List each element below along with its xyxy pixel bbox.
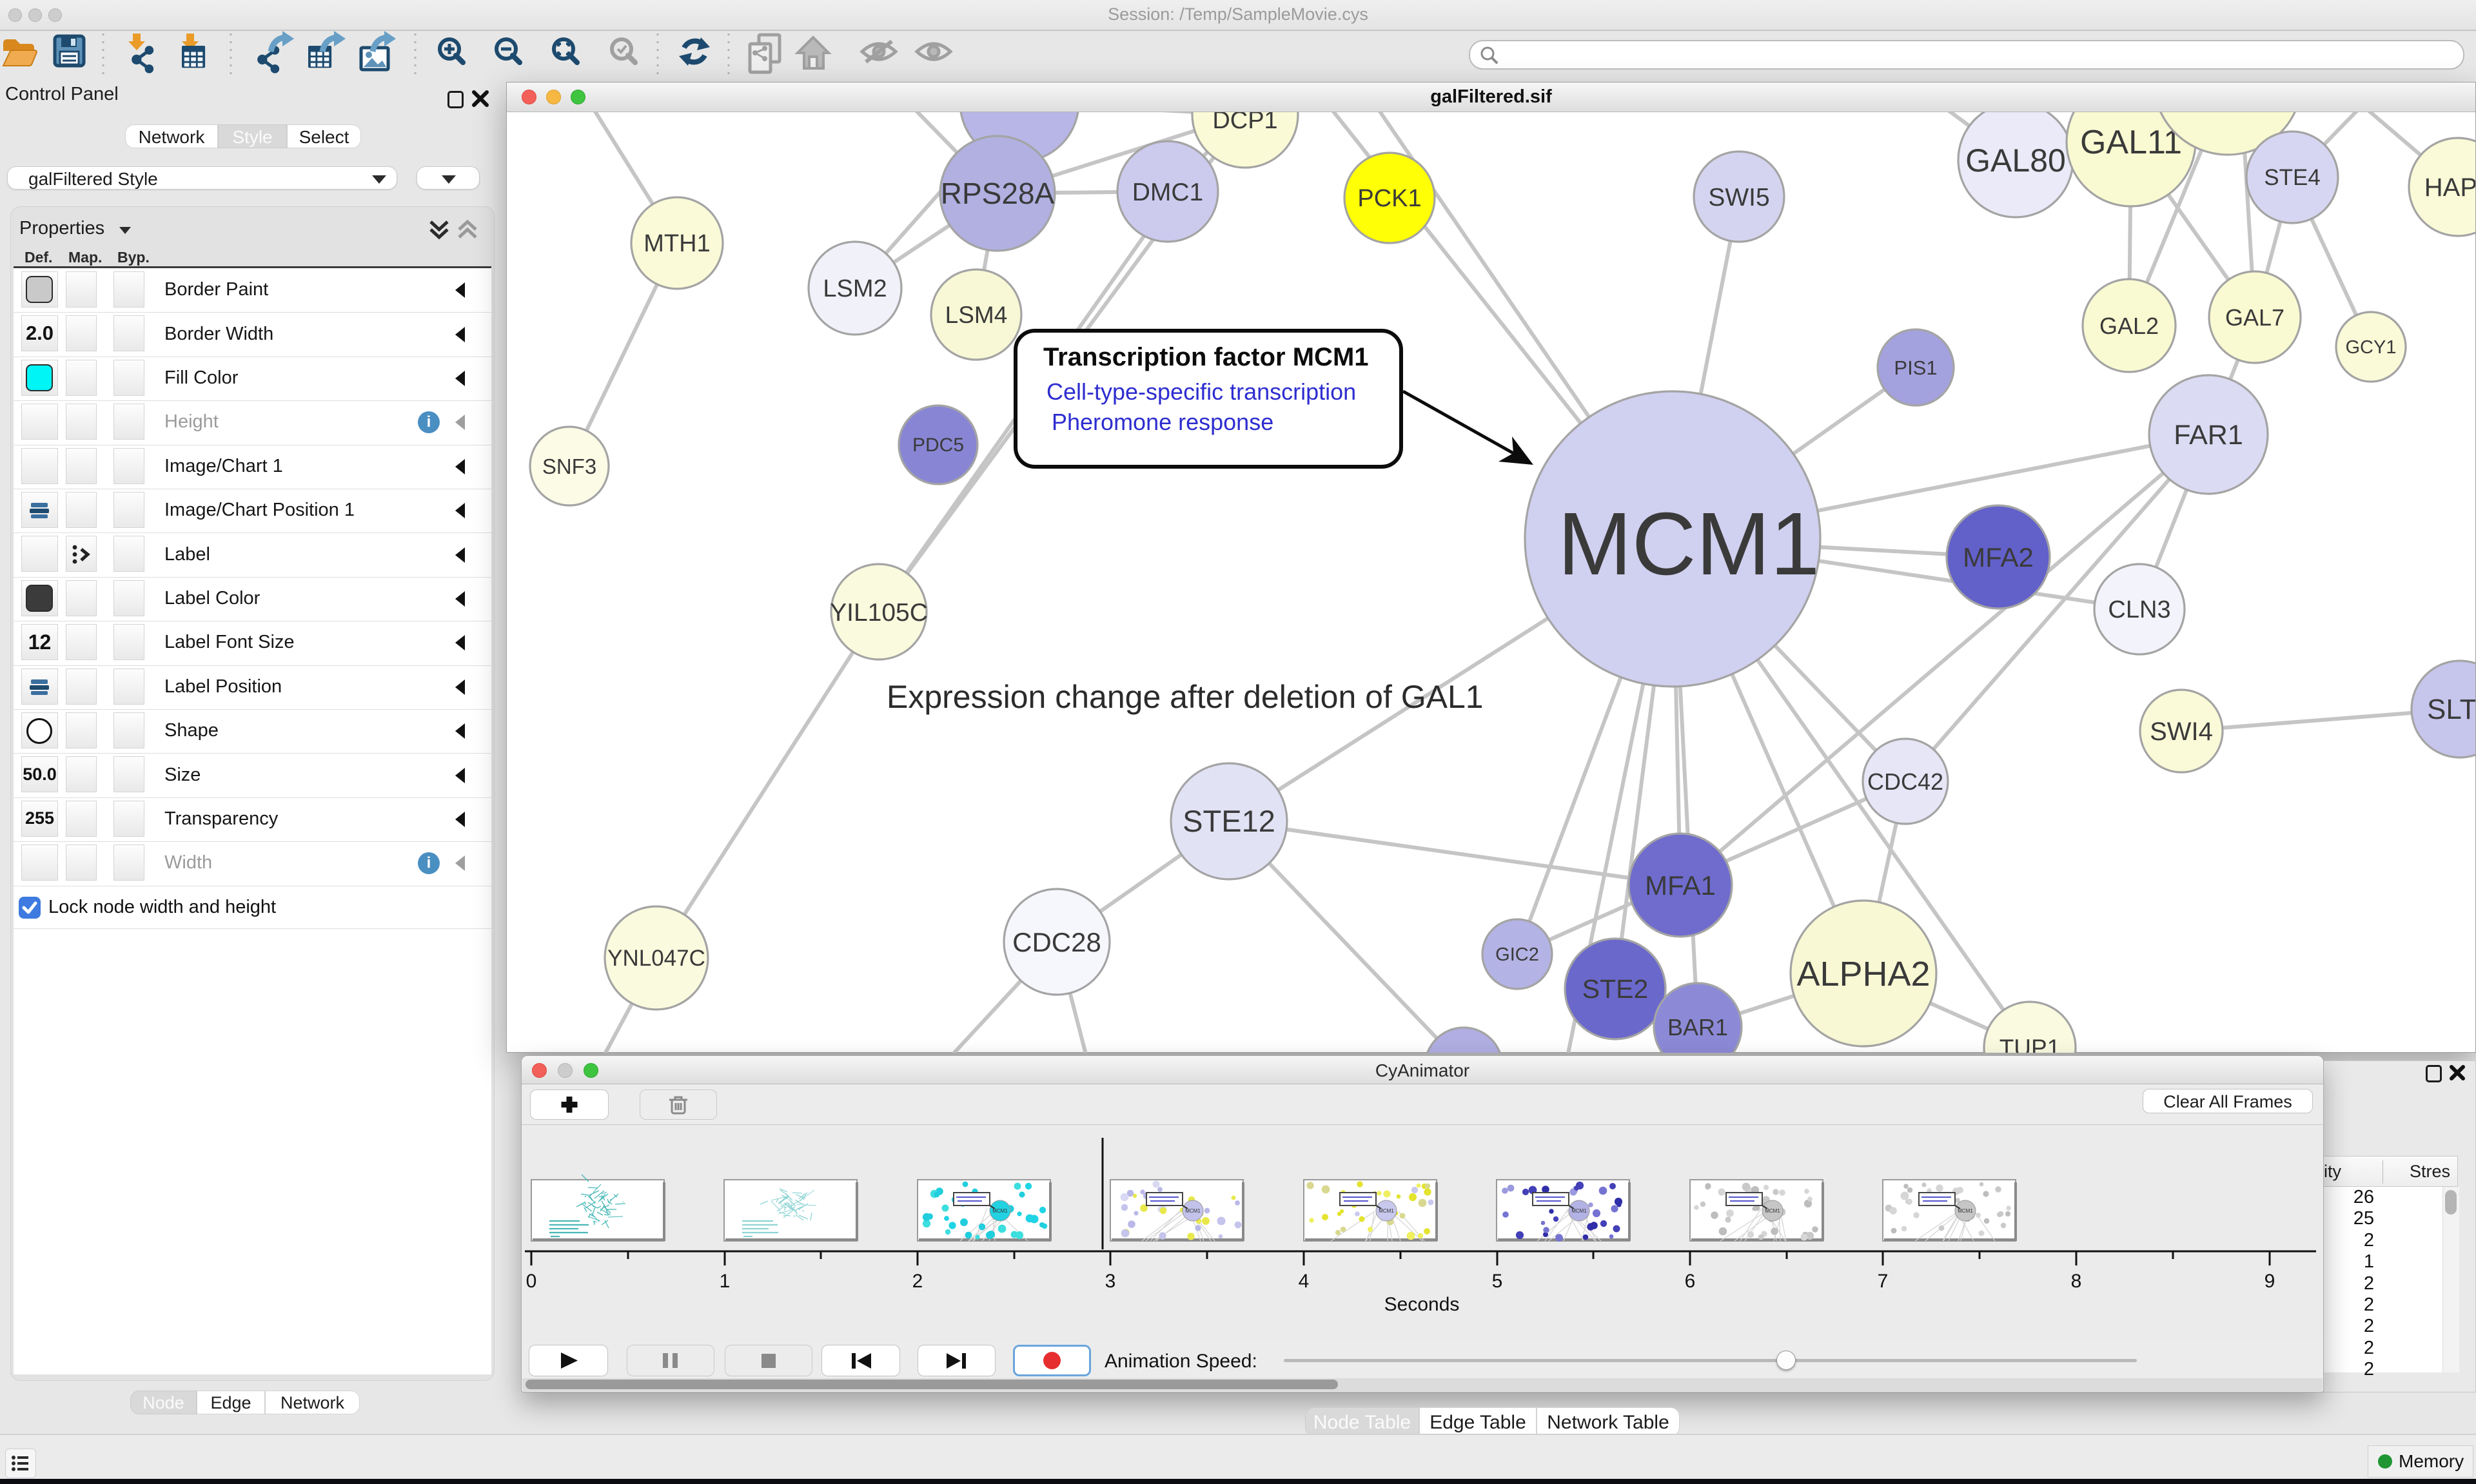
svg-text:PCK1: PCK1: [1357, 185, 1421, 212]
svg-text:MCM1: MCM1: [992, 1208, 1008, 1214]
svg-text:GAL11: GAL11: [2080, 124, 2182, 161]
svg-text:MCM1: MCM1: [1379, 1208, 1394, 1214]
svg-text:DCP1: DCP1: [1212, 112, 1277, 134]
svg-text:GAL80: GAL80: [1965, 142, 2066, 179]
svg-text:STE2: STE2: [1582, 974, 1649, 1004]
svg-text:YNL047C: YNL047C: [607, 946, 705, 971]
svg-text:Cell-type-specific transcripti: Cell-type-specific transcription: [1046, 378, 1356, 405]
svg-text:LSM2: LSM2: [823, 275, 887, 302]
svg-text:MCM1: MCM1: [1765, 1208, 1780, 1214]
svg-text:Transcription factor MCM1: Transcription factor MCM1: [1043, 343, 1369, 371]
svg-text:PDC5: PDC5: [912, 434, 964, 456]
svg-text:GIC2: GIC2: [1495, 944, 1539, 965]
svg-text:FAR1: FAR1: [2174, 420, 2243, 451]
svg-text:MTH1: MTH1: [644, 230, 710, 257]
svg-text:Expression change after deleti: Expression change after deletion of GAL1: [887, 679, 1484, 715]
svg-text:DMC1: DMC1: [1132, 179, 1204, 206]
svg-text:PIS1: PIS1: [1894, 356, 1937, 379]
svg-text:SWI4: SWI4: [2150, 718, 2213, 746]
svg-text:LSM4: LSM4: [945, 302, 1008, 328]
svg-text:BAR1: BAR1: [1667, 1014, 1728, 1040]
svg-text:SWI5: SWI5: [1708, 184, 1769, 211]
svg-text:STE4: STE4: [2264, 165, 2321, 190]
svg-text:Pheromone response: Pheromone response: [1052, 409, 1273, 435]
svg-text:GCY1: GCY1: [2346, 337, 2397, 358]
svg-text:CDC42: CDC42: [1867, 768, 1943, 795]
svg-text:GAL2: GAL2: [2099, 313, 2159, 339]
svg-text:MCM1: MCM1: [1185, 1208, 1201, 1214]
svg-text:MFA2: MFA2: [1963, 542, 2034, 572]
svg-text:SLT2: SLT2: [2427, 694, 2475, 725]
svg-text:SNF3: SNF3: [542, 454, 596, 478]
svg-text:MCM1: MCM1: [1558, 494, 1820, 594]
svg-text:MCM1: MCM1: [1571, 1208, 1587, 1214]
svg-text:GAL7: GAL7: [2225, 304, 2284, 331]
svg-text:1: 1: [720, 1271, 731, 1292]
svg-text:CLN3: CLN3: [2108, 596, 2170, 623]
svg-text:6: 6: [1685, 1271, 1696, 1292]
svg-text:STE12: STE12: [1183, 804, 1275, 838]
svg-text:0: 0: [526, 1271, 537, 1292]
svg-text:TUP1: TUP1: [1999, 1035, 2061, 1053]
svg-text:MFA1: MFA1: [1645, 870, 1716, 901]
svg-text:YIL105C: YIL105C: [830, 599, 928, 627]
svg-text:RPS28A: RPS28A: [941, 177, 1055, 210]
svg-text:9: 9: [2265, 1271, 2275, 1292]
svg-text:HAP2: HAP2: [2424, 173, 2475, 202]
svg-text:CDC28: CDC28: [1012, 927, 1101, 957]
svg-text:Seconds: Seconds: [1384, 1294, 1460, 1315]
svg-text:ALPHA2: ALPHA2: [1796, 955, 1930, 993]
svg-text:MCM1: MCM1: [1958, 1208, 1973, 1214]
svg-text:8: 8: [2071, 1271, 2082, 1292]
svg-text:3: 3: [1105, 1271, 1116, 1292]
svg-text:5: 5: [1492, 1271, 1503, 1292]
svg-text:2: 2: [912, 1271, 923, 1292]
svg-text:4: 4: [1299, 1271, 1310, 1292]
svg-text:7: 7: [1878, 1271, 1889, 1292]
